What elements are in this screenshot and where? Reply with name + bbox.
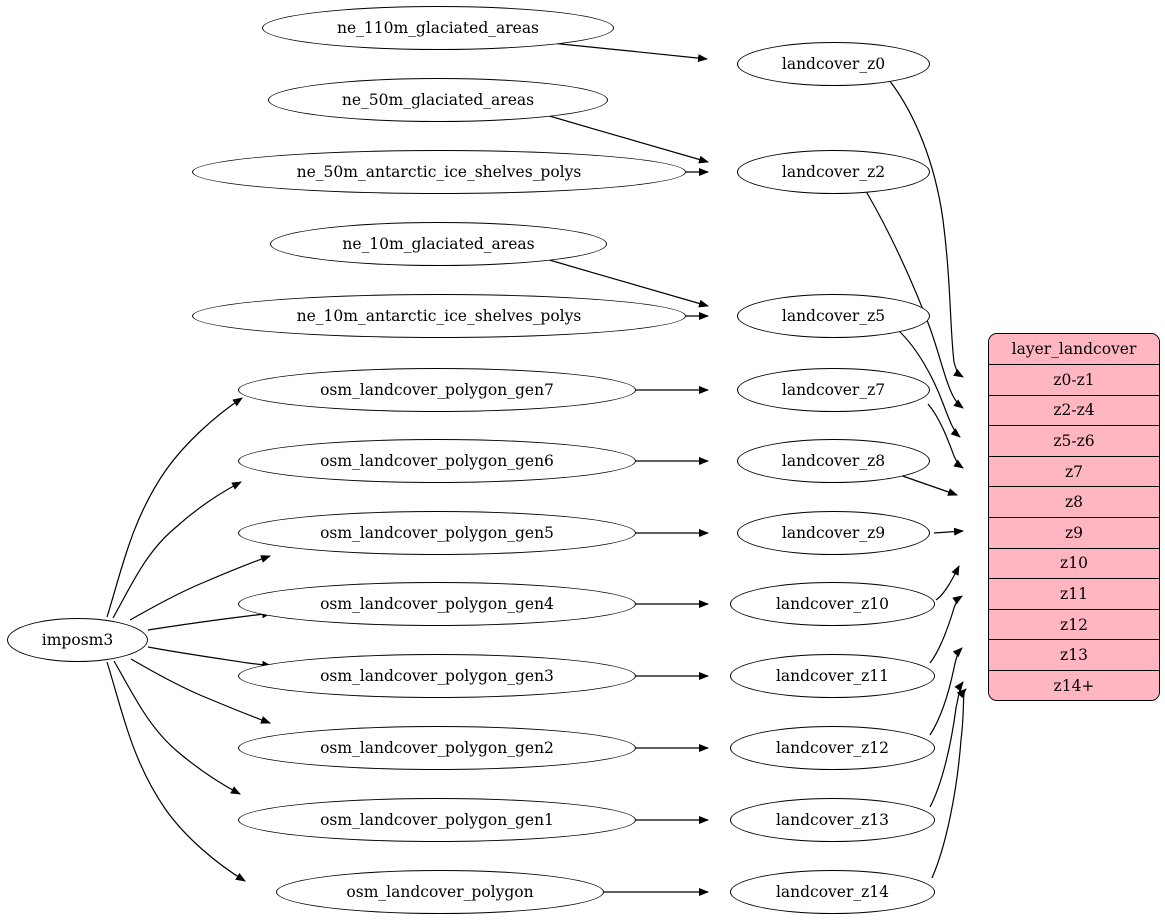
edge-landcover-z13-row-z13 [929, 681, 964, 808]
edge-landcover-z7-row-z7 [927, 403, 964, 469]
node-label: landcover_z12 [775, 739, 890, 757]
layer-row-label: z2-z4 [1053, 401, 1095, 420]
node-label: landcover_z9 [781, 524, 886, 542]
node-osm-landcover-polygon-gen7[interactable]: osm_landcover_polygon_gen7 [238, 368, 636, 412]
node-osm-landcover-polygon-gen4[interactable]: osm_landcover_polygon_gen4 [238, 582, 636, 626]
edge-ne50mgl-landcover-z2 [545, 114, 709, 164]
node-landcover-z0[interactable]: landcover_z0 [737, 42, 930, 86]
layer-row-z2-z4[interactable]: z2-z4 [989, 395, 1159, 427]
edge-imposm3-gen7 [106, 397, 243, 618]
node-osm-landcover-polygon-gen3[interactable]: osm_landcover_polygon_gen3 [238, 654, 636, 698]
node-landcover-z11[interactable]: landcover_z11 [730, 654, 935, 698]
edge-landcover-z8-row-z8 [893, 472, 958, 496]
node-osm-landcover-polygon-gen6[interactable]: osm_landcover_polygon_gen6 [238, 439, 636, 483]
edge-imposm3-gen5 [129, 555, 271, 621]
layer-row-label: z8 [1064, 493, 1084, 512]
edge-landcover-z11-row-z11 [929, 595, 963, 664]
node-landcover-z9[interactable]: landcover_z9 [737, 511, 930, 555]
layer-row-label: z14+ [1053, 677, 1095, 696]
node-osm-landcover-polygon-gen2[interactable]: osm_landcover_polygon_gen2 [238, 726, 636, 770]
node-label: osm_landcover_polygon_gen3 [320, 667, 554, 685]
layer-row-z8[interactable]: z8 [989, 487, 1159, 518]
node-label: ne_110m_glaciated_areas [336, 19, 540, 37]
layer-row-z12[interactable]: z12 [989, 609, 1159, 641]
edge-landcover-z5-row-z5z6 [897, 329, 961, 438]
node-imposm3-label: imposm3 [41, 631, 114, 649]
node-landcover-z7[interactable]: landcover_z7 [737, 368, 930, 412]
edge-ne110m-landcover-z0 [550, 42, 708, 63]
node-label: landcover_z0 [781, 55, 886, 73]
node-label: osm_landcover_polygon_gen5 [320, 524, 554, 542]
node-osm-landcover-polygon[interactable]: osm_landcover_polygon [276, 870, 604, 914]
edge-landcover-z9-row-z9 [933, 527, 964, 536]
edge-landcover-z12-row-z12 [929, 647, 963, 736]
edge-imposm3-gen2 [130, 658, 271, 724]
node-imposm3[interactable]: imposm3 [7, 618, 148, 662]
layer-landcover-header-label: layer_landcover [1011, 340, 1137, 358]
layer-row-label: z0-z1 [1053, 370, 1095, 389]
layer-row-label: z9 [1064, 523, 1084, 542]
node-label: landcover_z11 [775, 667, 890, 685]
node-osm-landcover-polygon-gen1[interactable]: osm_landcover_polygon_gen1 [238, 798, 636, 842]
node-ne-10m-glaciated-areas[interactable]: ne_10m_glaciated_areas [270, 222, 607, 266]
node-label: osm_landcover_polygon_gen1 [320, 811, 554, 829]
layer-row-z14-plus[interactable]: z14+ [989, 670, 1159, 700]
layer-row-label: z10 [1060, 554, 1088, 573]
layer-row-z11[interactable]: z11 [989, 579, 1159, 610]
node-label: osm_landcover_polygon_gen4 [320, 595, 554, 613]
node-landcover-z13[interactable]: landcover_z13 [730, 798, 935, 842]
layer-row-z5-z6[interactable]: z5-z6 [989, 426, 1159, 457]
node-landcover-z14[interactable]: landcover_z14 [730, 870, 935, 914]
layer-row-z10[interactable]: z10 [989, 548, 1159, 580]
layer-row-label: z11 [1060, 584, 1088, 603]
layer-row-z0-z1[interactable]: z0-z1 [989, 365, 1159, 396]
edge-imposm3-gen3 [147, 646, 272, 669]
node-label: landcover_z7 [781, 381, 886, 399]
edge-ne10mgl-landcover-z5 [545, 258, 709, 308]
edge-landcover-z14-row-z14 [931, 688, 967, 879]
node-ne-10m-antarctic-ice-shelves-polys[interactable]: ne_10m_antarctic_ice_shelves_polys [192, 294, 686, 338]
node-label: osm_landcover_polygon [346, 883, 534, 901]
node-ne-110m-glaciated-areas[interactable]: ne_110m_glaciated_areas [262, 6, 614, 50]
edge-imposm3-gen4 [147, 610, 272, 631]
node-landcover-z8[interactable]: landcover_z8 [737, 439, 930, 483]
node-landcover-z2[interactable]: landcover_z2 [737, 150, 930, 194]
node-landcover-z10[interactable]: landcover_z10 [730, 582, 935, 626]
node-label: osm_landcover_polygon_gen6 [320, 452, 554, 470]
edge-imposm3-gen1 [113, 660, 241, 795]
edge-imposm3-gen6 [112, 481, 242, 619]
edge-landcover-z2-row-z2z4 [863, 187, 964, 409]
layer-landcover-header: layer_landcover [989, 334, 1159, 365]
node-label: landcover_z14 [775, 883, 890, 901]
layer-row-label: z12 [1060, 615, 1088, 634]
node-osm-landcover-polygon-gen5[interactable]: osm_landcover_polygon_gen5 [238, 511, 636, 555]
edge-imposm3-polygon [106, 661, 246, 882]
node-landcover-z12[interactable]: landcover_z12 [730, 726, 935, 770]
node-landcover-z5[interactable]: landcover_z5 [737, 294, 930, 338]
edge-landcover-z10-row-z10 [935, 565, 960, 601]
layer-row-label: z5-z6 [1053, 431, 1095, 450]
node-label: landcover_z8 [781, 452, 886, 470]
node-label: osm_landcover_polygon_gen2 [320, 739, 554, 757]
node-label: osm_landcover_polygon_gen7 [320, 381, 554, 399]
layer-row-z7[interactable]: z7 [989, 456, 1159, 488]
node-label: ne_50m_antarctic_ice_shelves_polys [296, 163, 582, 181]
layer-row-label: z13 [1060, 646, 1088, 665]
node-label: landcover_z10 [775, 595, 890, 613]
node-ne-50m-glaciated-areas[interactable]: ne_50m_glaciated_areas [268, 78, 608, 122]
node-label: landcover_z13 [775, 811, 890, 829]
layer-landcover-table[interactable]: layer_landcover z0-z1 z2-z4 z5-z6 z7 z8 … [988, 333, 1160, 701]
node-label: landcover_z5 [781, 307, 886, 325]
layer-row-label: z7 [1064, 462, 1084, 481]
edge-landcover-z0-row-z0z1 [888, 79, 964, 378]
node-label: ne_10m_glaciated_areas [342, 235, 535, 253]
layer-row-z13[interactable]: z13 [989, 640, 1159, 671]
layer-row-z9[interactable]: z9 [989, 517, 1159, 549]
node-label: ne_50m_glaciated_areas [341, 91, 535, 109]
node-label: landcover_z2 [781, 163, 886, 181]
node-ne-50m-antarctic-ice-shelves-polys[interactable]: ne_50m_antarctic_ice_shelves_polys [192, 150, 686, 194]
node-label: ne_10m_antarctic_ice_shelves_polys [296, 307, 582, 325]
